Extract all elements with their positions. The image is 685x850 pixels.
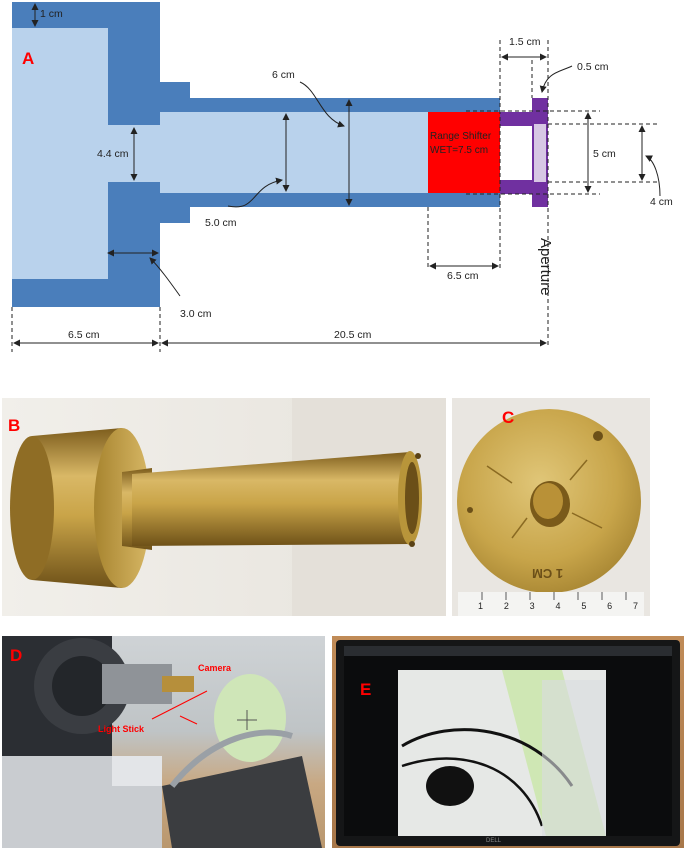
aperture-label: Aperture	[537, 238, 554, 296]
ruler-tick-4: 4	[555, 601, 561, 611]
monitor-image: DELL	[336, 640, 680, 846]
dim-outer-5: 5 cm	[593, 148, 616, 160]
ruler-tick-6: 6	[607, 601, 613, 611]
panel-letter-e: E	[360, 680, 372, 699]
diagram-a: Range Shifter WET=7.5 cm	[11, 2, 673, 352]
setup-image	[2, 636, 322, 848]
photo-d: Camera Light Stick D	[2, 636, 325, 848]
panel-letter-c: C	[502, 408, 515, 427]
dim-1-5: 1.5 cm	[509, 36, 541, 48]
range-shifter-label-1: Range Shifter	[430, 131, 492, 142]
photo-b: B	[2, 398, 446, 616]
dim-wall-top: 1 cm	[40, 8, 63, 20]
dim-0-5: 0.5 cm	[577, 61, 609, 73]
range-shifter	[428, 112, 500, 193]
camera-label: Camera	[198, 663, 232, 673]
svg-text:DELL: DELL	[486, 838, 502, 844]
ruler-tick-3: 3	[529, 601, 535, 611]
panel-letter-a: A	[22, 49, 34, 68]
brass-snout-image	[10, 398, 446, 616]
dim-aperture-4: 4 cm	[650, 196, 673, 208]
light-stick-label: Light Stick	[98, 724, 145, 734]
ruler-tick-5: 5	[581, 601, 587, 611]
panel-letter-d: D	[10, 646, 23, 665]
housing-interior	[12, 28, 428, 279]
range-shifter-label-2: WET=7.5 cm	[430, 145, 488, 156]
dimension-arrows	[13, 2, 661, 347]
panel-letter-b: B	[8, 416, 21, 435]
dim-neck: 4.4 cm	[97, 148, 129, 160]
aperture-plate-image	[457, 409, 644, 616]
aperture-opening	[534, 124, 546, 182]
photo-c: 1 CM 1 2 3 4 5 6 7 C	[452, 398, 650, 616]
photo-e: DELL E	[332, 636, 684, 848]
plate-engraving: 1 CM	[532, 566, 564, 581]
ruler-tick-1: 1	[478, 601, 484, 611]
ruler-labels: 1 2 3 4 5 6 7	[478, 601, 638, 611]
dim-inner-6: 6 cm	[272, 69, 295, 81]
dim-rs-length: 6.5 cm	[447, 270, 479, 282]
dim-wall-3: 3.0 cm	[180, 308, 212, 320]
ruler-tick-7: 7	[632, 601, 638, 611]
dashed-guides	[11, 40, 660, 352]
dim-total-length: 20.5 cm	[334, 329, 372, 341]
ruler-tick-2: 2	[503, 601, 509, 611]
dim-base-length: 6.5 cm	[68, 329, 100, 341]
dim-tube: 5.0 cm	[205, 217, 237, 229]
